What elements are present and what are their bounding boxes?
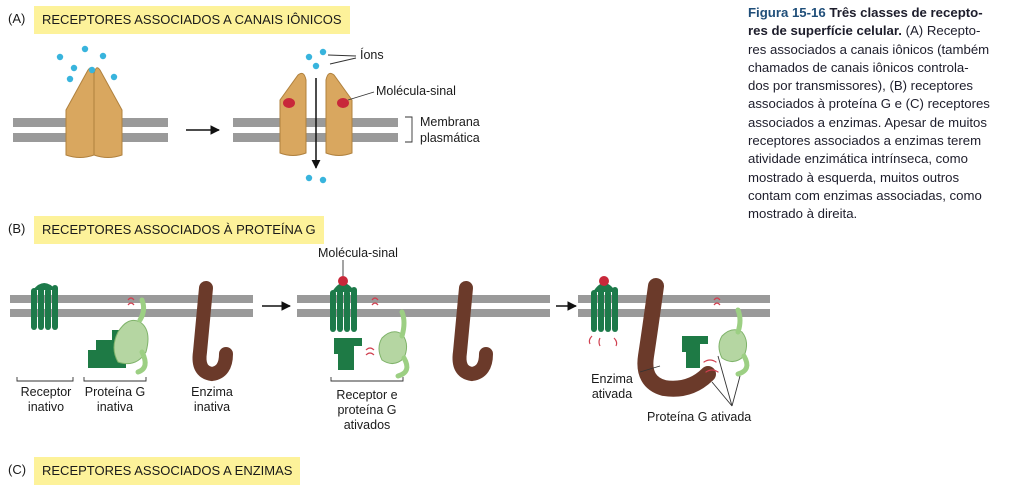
caption-line: associados à proteína G e (C) receptores bbox=[748, 96, 990, 112]
caption-line: receptores associados a enzimas terem bbox=[748, 133, 982, 149]
receptor-right bbox=[588, 276, 618, 347]
membrane-label-1: Membrana bbox=[420, 115, 480, 129]
caption-line: associados a enzimas. Apesar de muitos bbox=[748, 114, 987, 130]
closed-ion-channel bbox=[65, 67, 123, 158]
activated-enzyme-label-2: ativada bbox=[591, 387, 633, 401]
ions-label: Íons bbox=[360, 48, 384, 62]
activated-enzyme bbox=[637, 278, 719, 397]
ions-flow bbox=[305, 48, 327, 184]
activated-receptor bbox=[330, 276, 357, 332]
inactive-enzyme-label-1: Enzima bbox=[191, 385, 233, 399]
activated-label-1: Receptor e bbox=[336, 388, 398, 402]
inactive-enzyme bbox=[192, 281, 233, 382]
inactive-receptor-label-2: inativo bbox=[27, 400, 65, 414]
label-brackets-b bbox=[16, 260, 741, 407]
activated-label-3: ativados bbox=[343, 418, 391, 432]
caption-line: dos por transmissores), (B) receptores bbox=[748, 78, 973, 94]
activated-g-protein-right bbox=[682, 297, 750, 377]
panel-a-banner: RECEPTORES ASSOCIADOS A CANAIS IÔNICOS bbox=[34, 6, 350, 34]
open-ion-channel bbox=[279, 72, 353, 156]
signal-molecule-label-a: Molécula-sinal bbox=[376, 84, 456, 98]
panel-c-banner: RECEPTORES ASSOCIADOS A ENZIMAS bbox=[34, 457, 301, 485]
inactive-g-protein-label-1: Proteína G bbox=[84, 385, 146, 399]
caption-line: contam com enzimas associadas, como bbox=[748, 187, 982, 203]
inactive-receptor bbox=[31, 283, 58, 330]
inactive-g-protein-label-2: inativa bbox=[96, 400, 134, 414]
inactive-enzyme-label: Enzima inativa bbox=[182, 385, 242, 415]
caption-line: chamados de canais iônicos controla- bbox=[748, 59, 969, 75]
caption-title-1: Três classes de recepto- bbox=[829, 5, 983, 20]
signal-molecule-a bbox=[283, 98, 349, 108]
caption-line: (A) Recepto- bbox=[905, 23, 981, 39]
activated-g-protein bbox=[334, 297, 410, 379]
activated-enzyme-label-1: Enzima bbox=[591, 372, 633, 386]
activated-receptor-g-label: Receptor e proteína G ativados bbox=[324, 388, 410, 433]
caption-line: res associados a canais iônicos (também bbox=[748, 41, 990, 57]
caption-line: mostrado à esquerda, muitos outros bbox=[748, 169, 960, 185]
inactive-enzyme-label-2: inativa bbox=[193, 400, 231, 414]
panel-a-letter: (A) bbox=[8, 11, 26, 26]
caption-title-2: res de superfície celular. bbox=[748, 23, 902, 39]
inactive-receptor-label: Receptor inativo bbox=[10, 385, 82, 415]
membrane-label-2: plasmática bbox=[420, 131, 480, 145]
membrane-b-1 bbox=[10, 295, 253, 317]
signal-molecule-label-b: Molécula-sinal bbox=[318, 246, 398, 260]
membrane-b-2 bbox=[297, 295, 550, 317]
panel-b-banner: RECEPTORES ASSOCIADOS À PROTEÍNA G bbox=[34, 216, 324, 244]
caption-figure-number: Figura 15-16 bbox=[748, 5, 826, 20]
activated-g-protein-label: Proteína G ativada bbox=[647, 410, 752, 424]
inactive-g-protein bbox=[88, 297, 149, 375]
caption-line: atividade enzimática intrínseca, como bbox=[748, 151, 968, 167]
activated-enzyme-label: Enzima ativada bbox=[584, 372, 640, 402]
panel-b-letter: (B) bbox=[8, 221, 26, 236]
panel-c-letter: (C) bbox=[8, 462, 27, 477]
membrane-b-3 bbox=[578, 295, 770, 317]
figure-caption: Figura 15-16 Três classes de recepto- re… bbox=[748, 4, 1020, 224]
inactive-receptor-label-1: Receptor bbox=[20, 385, 72, 399]
label-leaders-a bbox=[327, 54, 413, 143]
caption-line: mostrado à direita. bbox=[748, 206, 858, 222]
ions-outside bbox=[56, 45, 118, 83]
enzyme-middle bbox=[452, 281, 493, 382]
inactive-g-protein-label: Proteína G inativa bbox=[78, 385, 152, 415]
activated-label-2: proteína G bbox=[337, 403, 397, 417]
